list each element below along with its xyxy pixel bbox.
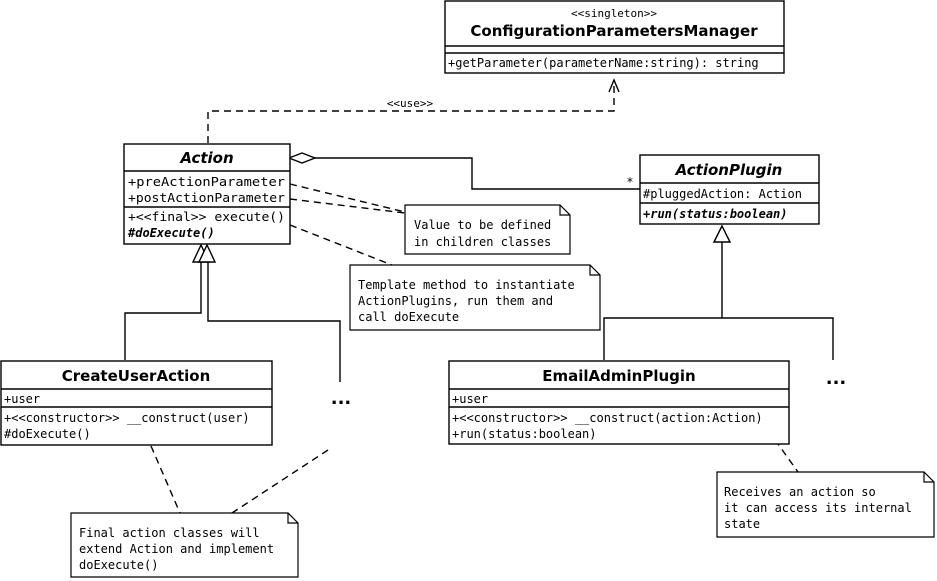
- action-attr-post: +postActionParameter: [128, 191, 285, 205]
- note-receives-line3: state: [724, 517, 760, 531]
- plugin-method-run: +run(status:boolean): [643, 207, 788, 221]
- plugin-inheritance-branch: [603, 317, 834, 360]
- note-receives-line2: it can access its internal: [724, 501, 912, 515]
- createuser-class-name: CreateUserAction: [62, 367, 211, 385]
- note-values-line2: in children classes: [414, 235, 551, 249]
- class-configuration-parameters-manager[interactable]: <<singleton>> ConfigurationParametersMan…: [444, 0, 785, 74]
- use-dependency-arrowhead: [608, 78, 620, 93]
- config-class-name: ConfigurationParametersManager: [470, 22, 758, 40]
- note-final-classes: Final action classes will extend Action …: [70, 512, 299, 578]
- class-create-user-action[interactable]: CreateUserAction +user +<<constructor>> …: [0, 360, 273, 446]
- inheritance-line-createuser: [124, 258, 202, 360]
- plugin-inheritance-arrowhead: [712, 224, 732, 243]
- inheritance-line-other: [207, 258, 341, 382]
- plugin-attr-plugged-action: #pluggedAction: Action: [643, 187, 802, 201]
- note-template-line3: call doExecute: [358, 310, 459, 324]
- note-anchor-values-1: [289, 183, 406, 213]
- action-method-doexecute: #doExecute(): [127, 226, 215, 240]
- aggregation-diamond: [287, 152, 317, 164]
- note-values-children: Value to be defined in children classes: [404, 204, 571, 255]
- aggregation-line: [315, 157, 640, 190]
- note-final-line1: Final action classes will: [79, 526, 260, 540]
- note-anchor-values-2: [289, 198, 406, 214]
- inheritance-arrowhead-2: [197, 243, 217, 263]
- emailadmin-class-name: EmailAdminPlugin: [542, 367, 695, 385]
- more-plugins-ellipsis: ...: [826, 368, 847, 389]
- config-method: +getParameter(parameterName:string): str…: [448, 56, 759, 70]
- use-dependency-line: [207, 86, 615, 143]
- note-values-line1: Value to be defined: [414, 218, 551, 232]
- note-anchor-template: [289, 224, 393, 266]
- note-template-line1: Template method to instantiate: [358, 278, 575, 292]
- emailadmin-method-construct: +<<constructor>> __construct(action:Acti…: [452, 411, 763, 425]
- note-final-line2: extend Action and implement: [79, 542, 274, 556]
- note-final-line3: doExecute(): [79, 558, 158, 572]
- note-template-method: Template method to instantiate ActionPlu…: [349, 264, 601, 331]
- note-anchor-final-2: [231, 449, 329, 514]
- config-stereotype: <<singleton>>: [571, 7, 657, 20]
- action-class-name: Action: [179, 149, 233, 167]
- class-email-admin-plugin[interactable]: EmailAdminPlugin +user +<<constructor>> …: [448, 360, 790, 445]
- multiplicity-label: *: [627, 175, 633, 189]
- createuser-method-construct: +<<constructor>> __construct(user): [4, 411, 250, 425]
- action-method-execute: +<<final>> execute(): [128, 210, 285, 224]
- note-anchor-final-1: [150, 445, 181, 514]
- emailadmin-attr-user: +user: [452, 392, 488, 406]
- more-actions-ellipsis: ...: [331, 388, 352, 409]
- use-label: <<use>>: [387, 97, 434, 110]
- class-action-plugin[interactable]: ActionPlugin #pluggedAction: Action +run…: [639, 154, 820, 225]
- action-attr-pre: +preActionParameter: [128, 175, 285, 189]
- createuser-attr-user: +user: [4, 392, 40, 406]
- emailadmin-method-run: +run(status:boolean): [452, 427, 597, 441]
- note-template-line2: ActionPlugins, run them and: [358, 294, 553, 308]
- note-anchor-receives: [767, 429, 799, 473]
- createuser-method-doexecute: #doExecute(): [4, 427, 91, 441]
- class-action[interactable]: Action +preActionParameter +postActionPa…: [123, 143, 291, 245]
- note-receives-line1: Receives an action so: [724, 485, 876, 499]
- plugin-class-name: ActionPlugin: [675, 161, 783, 179]
- note-receives-action: Receives an action so it can access its …: [716, 471, 935, 538]
